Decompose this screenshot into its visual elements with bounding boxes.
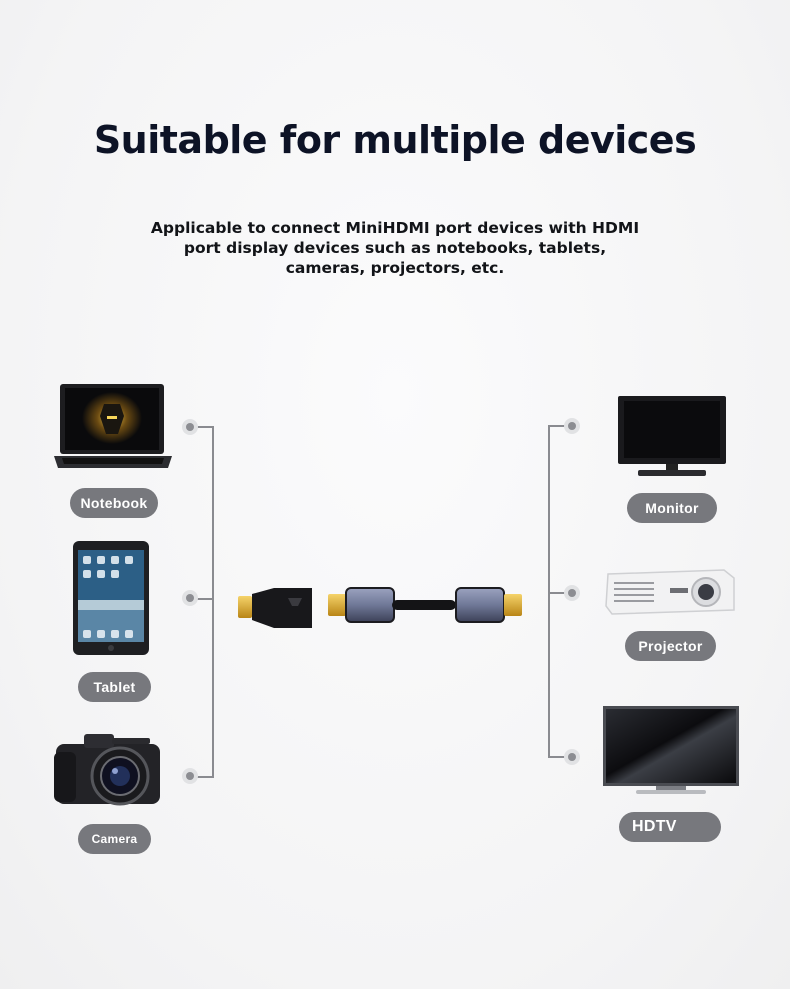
left-bracket-tick-bottom [190,776,214,778]
right-bracket-tick-bottom [548,756,572,758]
monitor-icon [618,396,726,476]
connector-dot [564,749,580,765]
right-bracket-tick-top [548,425,572,427]
left-bracket-tick-top [190,426,214,428]
device-label-camera: Camera [78,824,151,854]
right-bracket-tick-mid [548,592,572,594]
connector-dot [182,768,198,784]
notebook-icon [54,384,172,468]
page-subtitle: Applicable to connect MiniHDMI port devi… [150,219,640,277]
mini-hdmi-adapter-icon [238,588,312,628]
hdtv-icon [603,706,739,794]
connector-dot [182,419,198,435]
tablet-icon [73,541,149,655]
device-label-hdtv: HDTV [619,812,721,842]
hdmi-cable-icon [328,587,522,623]
camera-icon [54,734,160,806]
device-label-tablet: Tablet [78,672,151,702]
left-bracket-vertical [212,427,214,777]
left-bracket-tick-mid [190,598,214,600]
connector-dot [564,418,580,434]
page-title: Suitable for multiple devices [93,118,697,162]
projector-icon [605,569,735,615]
connector-dot [564,585,580,601]
device-label-monitor: Monitor [627,493,717,523]
device-label-projector: Projector [625,631,716,661]
device-label-notebook: Notebook [70,488,158,518]
connector-dot [182,590,198,606]
